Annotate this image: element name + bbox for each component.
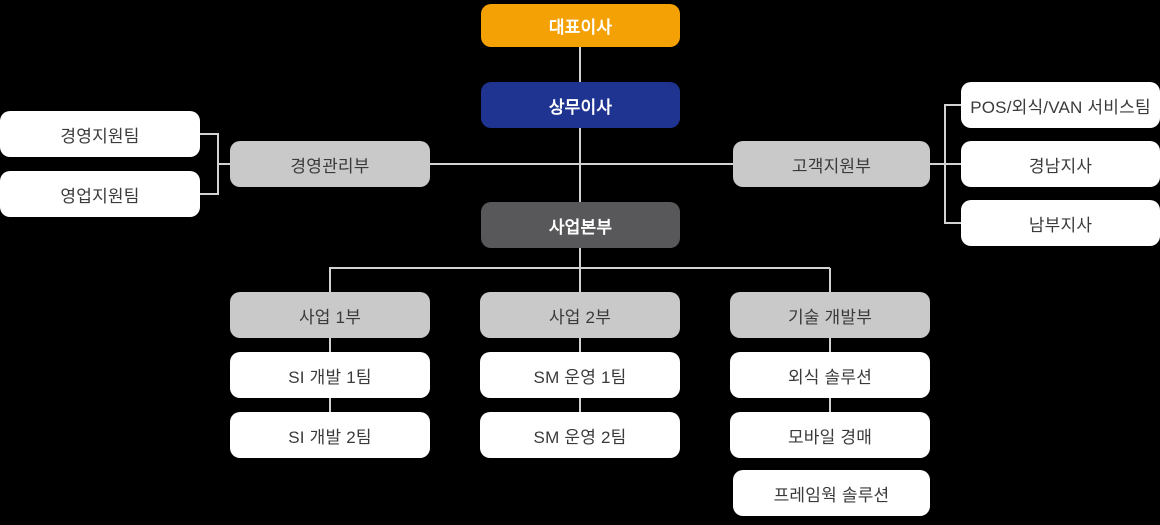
org-node-business-hq: 사업본부 [481, 202, 680, 248]
connector-drop-biz2 [579, 268, 581, 292]
connector-biz1-to-si1 [329, 338, 331, 352]
org-node-business-dept-2: 사업 2부 [480, 292, 680, 338]
connector-left-bracket-to-mgmt [218, 163, 230, 165]
org-node-sales-support-team: 영업지원팀 [0, 171, 200, 217]
connector-biz2-to-sm1 [579, 338, 581, 352]
connector-mgmt-support-stub [200, 133, 218, 135]
org-node-si-dev-team-1: SI 개발 1팀 [230, 352, 430, 398]
connector-pos-team-stub [945, 104, 961, 106]
org-node-gyeongnam-branch: 경남지사 [961, 141, 1160, 187]
org-node-framework-solution-team: 프레임웍 솔루션 [733, 470, 930, 516]
connector-customer-to-bracket [930, 163, 945, 165]
connector-hq-down [579, 248, 581, 268]
org-node-sm-ops-team-2: SM 운영 2팀 [480, 412, 680, 458]
org-node-sm-ops-team-1: SM 운영 1팀 [480, 352, 680, 398]
org-node-business-dept-1: 사업 1부 [230, 292, 430, 338]
connector-director-to-hq [579, 128, 581, 202]
connector-ceo-to-director [579, 47, 581, 82]
org-node-customer-support-dept: 고객지원부 [733, 141, 930, 187]
org-node-tech-dev-dept: 기술 개발부 [730, 292, 930, 338]
org-node-nambu-branch: 남부지사 [961, 200, 1160, 246]
org-node-mgmt-support-team: 경영지원팀 [0, 111, 200, 157]
connector-food-to-mobile [829, 398, 831, 412]
org-node-pos-van-service-team: POS/외식/VAN 서비스팀 [961, 82, 1160, 128]
org-node-management-dept: 경영관리부 [230, 141, 430, 187]
org-node-si-dev-team-2: SI 개발 2팀 [230, 412, 430, 458]
org-node-food-solution-team: 외식 솔루션 [730, 352, 930, 398]
connector-si1-to-si2 [329, 398, 331, 412]
org-node-managing-director: 상무이사 [481, 82, 680, 128]
connector-drop-biz1 [329, 268, 331, 292]
connector-drop-tech [829, 268, 831, 292]
org-node-ceo: 대표이사 [481, 4, 680, 47]
connector-mgmt-to-customer [430, 163, 733, 165]
connector-sm1-to-sm2 [579, 398, 581, 412]
connector-tech-to-food [829, 338, 831, 352]
connector-gyeongnam-stub [945, 163, 961, 165]
org-node-mobile-auction-team: 모바일 경매 [730, 412, 930, 458]
connector-nambu-stub [945, 222, 961, 224]
connector-sales-support-stub [200, 193, 218, 195]
